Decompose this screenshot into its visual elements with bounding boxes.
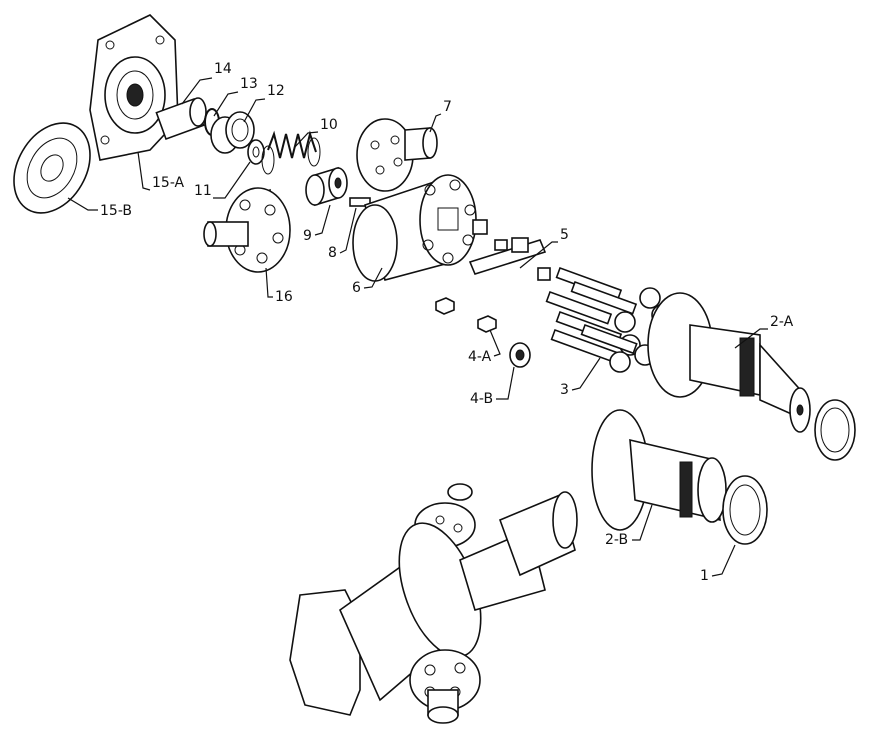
callout-6: 6: [352, 280, 361, 296]
part-16-cylinder-block: [203, 187, 291, 273]
part-2a-drive-shaft: [647, 292, 856, 461]
callout-15b: 15-B: [100, 203, 132, 219]
callout-15a: 15-A: [152, 175, 185, 191]
part-15a-housing: [89, 14, 179, 161]
part-9-sleeve: [305, 166, 348, 207]
part-6-cylinder-barrel: [352, 174, 477, 282]
part-14-bushing: [155, 97, 207, 141]
callout-12: 12: [267, 83, 285, 99]
callout-8: 8: [328, 245, 337, 261]
callout-14: 14: [214, 61, 232, 77]
callout-16: 16: [275, 289, 293, 305]
callout-7: 7: [443, 99, 452, 115]
part-3-pistons: [545, 266, 673, 373]
leader-lines: [67, 77, 768, 577]
part-2b-bearing-housing: [591, 409, 768, 545]
callout-11: 11: [194, 183, 212, 199]
callout-2a: 2-A: [770, 314, 794, 330]
callout-1: 1: [700, 568, 709, 584]
part-8-pin: [349, 197, 371, 207]
callout-4a: 4-A: [468, 349, 492, 365]
callout-10: 10: [320, 117, 338, 133]
part-11-washer: [247, 139, 265, 165]
callout-5: 5: [560, 227, 569, 243]
part-4a-nuts: [435, 297, 497, 333]
part-15b-valve-plate: [13, 122, 91, 214]
part-4b-bearing: [509, 342, 531, 368]
part-7-valve-block: [356, 118, 438, 192]
callout-9: 9: [303, 228, 312, 244]
assembled-pump-view: [289, 483, 578, 724]
callout-3: 3: [560, 382, 569, 398]
callout-4b: 4-B: [470, 391, 494, 407]
callout-13: 13: [240, 76, 258, 92]
part-10-spring: [261, 130, 321, 175]
part-5-cross-joint: [468, 219, 551, 281]
callout-2b: 2-B: [605, 532, 629, 548]
part-12-bearing: [210, 111, 255, 154]
